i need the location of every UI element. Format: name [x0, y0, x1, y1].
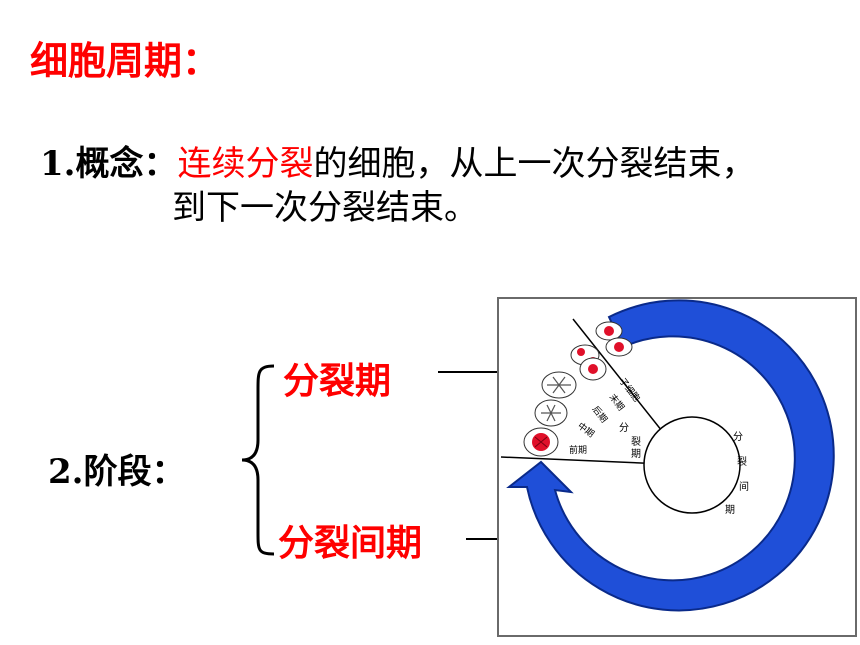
stage-label-prophase: 前期 — [569, 444, 587, 456]
inner-label-mitosis-2: 裂 — [631, 435, 641, 448]
concept-line-1: 1.概念：连续分裂的细胞，从上一次分裂结束， — [40, 136, 756, 185]
inner-circle — [643, 416, 741, 514]
concept-number: 1. — [40, 144, 76, 184]
phase-mitosis: 分裂期 — [283, 361, 392, 402]
dividing-cells — [523, 321, 633, 457]
inner-label-interphase-3: 间 — [739, 480, 749, 493]
pointer-line-mitosis — [438, 371, 528, 373]
concept-line-2: 到下一次分裂结束。 — [172, 188, 478, 228]
cell-prophase-icon — [523, 427, 559, 457]
cell-prometaphase-icon — [534, 399, 568, 427]
inner-label-interphase-2: 裂 — [737, 455, 747, 468]
concept-text-1: 的细胞，从上一次分裂结束， — [313, 144, 756, 184]
cell-cycle-diagram: 子细胞 末期 后期 中期 前期 分 裂 期 分 裂 间 期 — [497, 297, 857, 637]
inner-label-mitosis-3: 期 — [631, 448, 641, 460]
stage-number: 2. — [48, 452, 84, 492]
inner-label-interphase-4: 期 — [725, 504, 735, 516]
cycle-arrow-icon — [506, 299, 835, 612]
brace-icon — [241, 364, 275, 556]
inner-label-mitosis-1: 分 — [619, 422, 629, 434]
concept-highlight: 连续分裂 — [177, 144, 314, 184]
cell-anaphase-icon — [579, 357, 607, 381]
cell-daughter-icon — [595, 321, 633, 357]
concept-label: 概念： — [75, 144, 178, 184]
stage-heading: 2.阶段： — [48, 444, 186, 493]
phase-interphase: 分裂间期 — [278, 523, 423, 564]
slide-title: 细胞周期： — [30, 39, 221, 83]
cell-metaphase-icon — [541, 371, 577, 399]
stage-label: 阶段： — [83, 452, 186, 492]
inner-label-interphase-1: 分 — [733, 431, 743, 443]
